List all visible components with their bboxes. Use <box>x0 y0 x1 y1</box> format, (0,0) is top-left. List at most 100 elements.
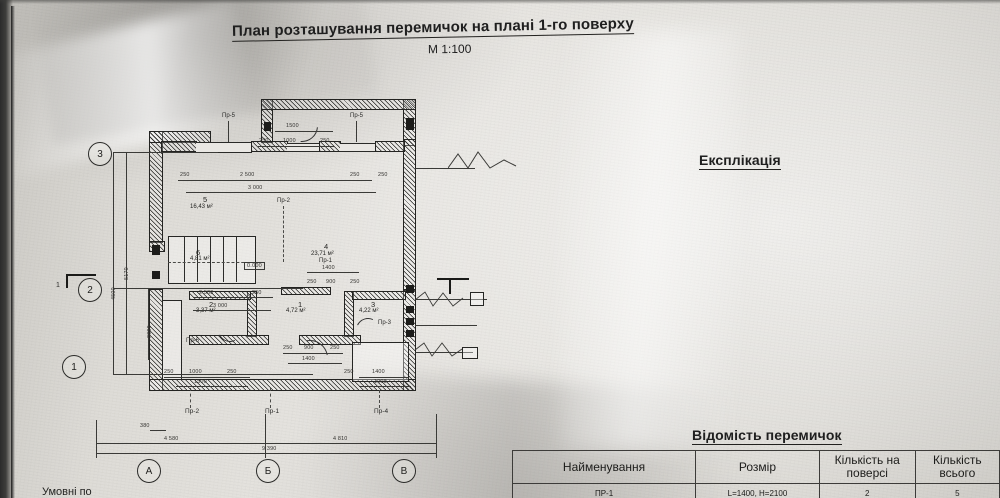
dim-kitchen-250b: 250 <box>350 172 360 178</box>
room-number-3: 3 <box>371 300 376 309</box>
wall-rooms-south-2 <box>299 335 361 345</box>
dim-east-250: 250 <box>378 172 388 178</box>
lintel-tag-pr5-a: Пр-5 <box>222 113 235 119</box>
dim-top-250b: 250 <box>320 138 330 144</box>
axis-marker-B: Б <box>256 459 280 483</box>
dim-bottom-4580: 4 580 <box>164 436 179 442</box>
dim-line-left-3000 <box>148 288 149 360</box>
lintel-header-size: Розмір <box>695 450 820 484</box>
dim-bottom-1900: 1900 <box>374 379 387 385</box>
ext-axis-B <box>265 414 266 458</box>
room-area-6: 4,81 м² <box>190 256 210 262</box>
room-area-4: 23,71 м² <box>311 251 334 257</box>
ext-line-axis1 <box>113 374 313 375</box>
dim-line-kitchen-1 <box>178 180 372 181</box>
leader-right-2 <box>415 299 487 300</box>
dim-left-4500: 4500 <box>111 287 117 300</box>
legend-caption: Умовні по <box>42 486 92 498</box>
dim-living-250b: 250 <box>330 345 340 351</box>
dim-bottom-1500: 1500 <box>194 379 207 385</box>
room-number-4: 4 <box>324 242 329 251</box>
lintel-tag-pr2-a: Пр-2 <box>277 198 290 204</box>
wall-vestibule-north <box>281 287 331 295</box>
dim-bottom-250b: 250 <box>227 369 237 375</box>
dim-center-250a: 250 <box>307 279 317 285</box>
photo-left-edge-inner <box>11 6 15 498</box>
lintel-marker-east-2 <box>406 285 414 293</box>
axis-marker-3: 3 <box>88 142 112 166</box>
section-mark-stem-right <box>449 278 452 294</box>
leader-right-1 <box>415 168 475 169</box>
leader-pr2-b <box>190 388 191 408</box>
dim-line-bottom-3 <box>359 377 409 378</box>
dim-left-5170: 5170 <box>124 267 130 280</box>
dim-bottom-4810: 4 810 <box>333 436 348 442</box>
room-area-2: 3,37 м² <box>196 308 216 314</box>
lintel-marker-east-5 <box>406 330 414 337</box>
dim-kitchen-3000: 3 000 <box>248 185 263 191</box>
room-area-3: 4,22 м² <box>359 308 379 314</box>
lintel-marker-west-2 <box>152 271 160 279</box>
wall-room3-west <box>344 291 354 337</box>
dim-line-living-2 <box>288 363 342 364</box>
lintel-cell-total: 5 <box>914 483 1000 498</box>
lintel-tag-pr1-b: Пр-1 <box>265 408 280 415</box>
wall-east-main <box>403 139 416 291</box>
lintel-marker-east-3 <box>406 306 414 313</box>
section-mark-label: 1 <box>56 282 60 289</box>
dim-line-bottom-total <box>96 453 436 454</box>
stair-mid-line <box>168 262 254 263</box>
photo-left-edge <box>0 0 13 498</box>
room-area-5: 16,43 м² <box>190 204 213 210</box>
ext-line-axis2 <box>113 288 303 289</box>
lintel-tag-pr3-a: Пр-4 <box>374 408 389 415</box>
section-mark-stem <box>66 274 69 288</box>
lintel-header-per-floor: Кількість на поверсі <box>818 450 916 484</box>
dim-line-bottom-1 <box>164 377 250 378</box>
dim-line-offset <box>150 430 166 431</box>
dim-center-900: 900 <box>326 279 336 285</box>
lintel-schedule-title: Відомість перемичок <box>692 427 842 445</box>
break-symbol-mid <box>415 291 464 307</box>
lintel-schedule-table: Найменування Розмір Кількість на поверсі… <box>511 450 1000 498</box>
break-symbol-top <box>448 151 517 169</box>
stoop-outline <box>162 300 182 380</box>
dim-offset-380: 380 <box>140 423 150 429</box>
leader-right-4 <box>415 352 473 353</box>
table-row: ПР-1 L=1400, H=2100 2 5 <box>511 483 1000 498</box>
wall-partition-kitchen-top <box>161 141 197 152</box>
dim-center-250b: 250 <box>350 279 360 285</box>
lintel-tag-pr1-a: Пр-1 <box>319 258 332 264</box>
room-number-5: 5 <box>203 195 208 204</box>
dim-line-stairs-3 <box>193 297 273 298</box>
dim-line-center-1 <box>307 272 359 273</box>
stair-tread <box>223 236 224 282</box>
lintel-header-row: Найменування Розмір Кількість на поверсі… <box>511 450 1000 484</box>
dim-stairs-3000: 3 000 <box>213 303 228 309</box>
axis-marker-V: В <box>392 459 416 483</box>
leader-pr4 <box>379 390 380 408</box>
lintel-header-name: Найменування <box>511 450 697 484</box>
leader-pr2-a <box>283 206 284 262</box>
room-number-2: 2 <box>209 300 214 309</box>
lintel-tag-pr6: Пр-6 <box>186 338 199 344</box>
room-number-6: 6 <box>196 248 201 257</box>
axis-marker-1: 1 <box>62 355 86 379</box>
dim-bottom-1400: 1400 <box>372 369 385 375</box>
wall-top-mid <box>261 99 273 143</box>
dim-top-1000: 1000 <box>283 138 296 144</box>
dim-kitchen-250a: 250 <box>180 172 190 178</box>
lintel-cell-per-floor: 2 <box>818 483 916 498</box>
explication-title: Експлікація <box>699 152 781 170</box>
dim-line-kitchen-2 <box>186 192 376 193</box>
lintel-marker-east-4 <box>406 318 414 325</box>
dim-line-stairs-4 <box>193 310 271 311</box>
stair-tread <box>210 236 211 282</box>
dim-top-1500: 1500 <box>286 123 299 129</box>
stair-tread <box>184 236 185 282</box>
dim-line-bottom-4 <box>359 386 411 387</box>
dim-living-1400: 1400 <box>302 356 315 362</box>
room-number-1: 1 <box>298 300 303 309</box>
room-area-1: 4,72 м² <box>286 308 306 314</box>
